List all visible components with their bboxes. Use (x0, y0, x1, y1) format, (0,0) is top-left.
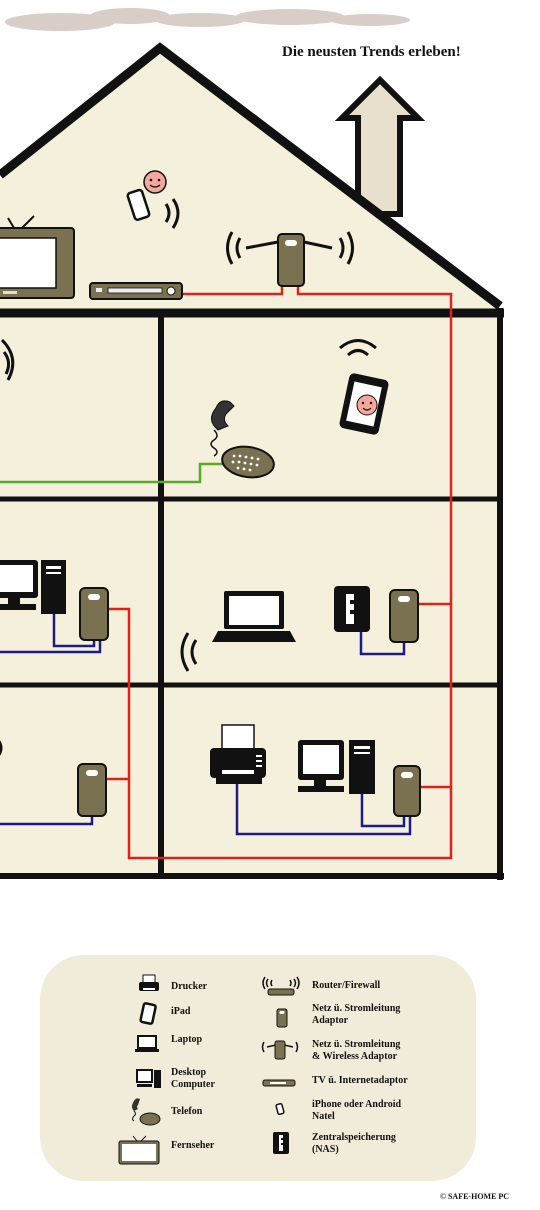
lan-line (359, 630, 406, 656)
telephone-icon (210, 400, 275, 479)
legend-label-telephone: Telefon (171, 1106, 203, 1117)
powerline-wireless-icon (226, 231, 354, 287)
tv-internet-adapter-icon (262, 1079, 296, 1087)
legend-label-powerline-wireless: Netz ü. Stromleitung & Wireless Adaptor (312, 1039, 401, 1062)
wifi-signal-icon (0, 740, 3, 756)
nas-icon (334, 586, 370, 632)
clouds (5, 8, 410, 31)
powerline-adapter-icon (389, 589, 419, 643)
chimney-arrow (334, 75, 426, 217)
printer-icon (210, 724, 266, 784)
lan-line (0, 816, 94, 826)
laptop-icon (212, 591, 296, 642)
wifi-signal-icon (180, 632, 198, 672)
legend: Drucker iPad Laptop Desktop Computer Tel… (40, 955, 476, 1181)
legend-label-tv-adapter: TV ü. Internetadaptor (312, 1075, 408, 1086)
legend-label-tv: Fernseher (171, 1140, 215, 1151)
desktop-computer-icon (298, 740, 375, 794)
nas-icon (273, 1132, 289, 1154)
legend-label-laptop: Laptop (171, 1034, 203, 1045)
legend-label-desktop: Desktop Computer (171, 1067, 215, 1090)
tv-icon (0, 215, 75, 299)
printer-icon (139, 974, 159, 991)
lan-line (0, 640, 102, 654)
powerline-wireless-icon (261, 1040, 299, 1060)
lan-line (360, 792, 406, 828)
phone-line (0, 462, 228, 484)
smartphone-icon (275, 1102, 285, 1116)
wifi-signal-icon (164, 198, 180, 229)
lan-line (235, 784, 412, 836)
powerline-adapter-icon (276, 1008, 288, 1028)
wifi-signal-icon (339, 339, 377, 357)
tablet-icon (139, 1002, 157, 1025)
wifi-signal-icon (0, 338, 15, 381)
tv-internet-adapter-icon (89, 282, 183, 300)
powerline-adapter-icon (77, 763, 107, 817)
desktop-computer-icon (0, 560, 66, 614)
power-line (108, 286, 453, 860)
desktop-computer-icon (136, 1069, 161, 1088)
power-line (182, 286, 284, 296)
tablet-icon (339, 373, 389, 435)
smartphone-icon (126, 188, 151, 221)
legend-label-router: Router/Firewall (312, 980, 381, 991)
tv-icon (118, 1135, 160, 1165)
cables (0, 286, 453, 860)
powerline-adapter-icon (393, 765, 421, 817)
page-title: Die neusten Trends erleben! (282, 44, 461, 60)
laptop-icon (135, 1035, 159, 1052)
legend-label-powerline-adapter: Netz ü. Stromleitung Adaptor (312, 1003, 401, 1026)
router-icon (262, 976, 300, 996)
copyright: © SAFE-HOME PC (440, 1192, 510, 1201)
legend-label-smartphone: iPhone oder Android Natel (312, 1099, 402, 1122)
legend-label-printer: Drucker (171, 981, 208, 992)
lan-line (52, 612, 96, 648)
face-icon (143, 170, 167, 194)
powerline-adapter-icon (79, 587, 109, 641)
legend-label-nas: Zentralspeicherung (NAS) (312, 1132, 396, 1155)
legend-label-ipad: iPad (171, 1006, 191, 1017)
telephone-icon (132, 1098, 161, 1126)
